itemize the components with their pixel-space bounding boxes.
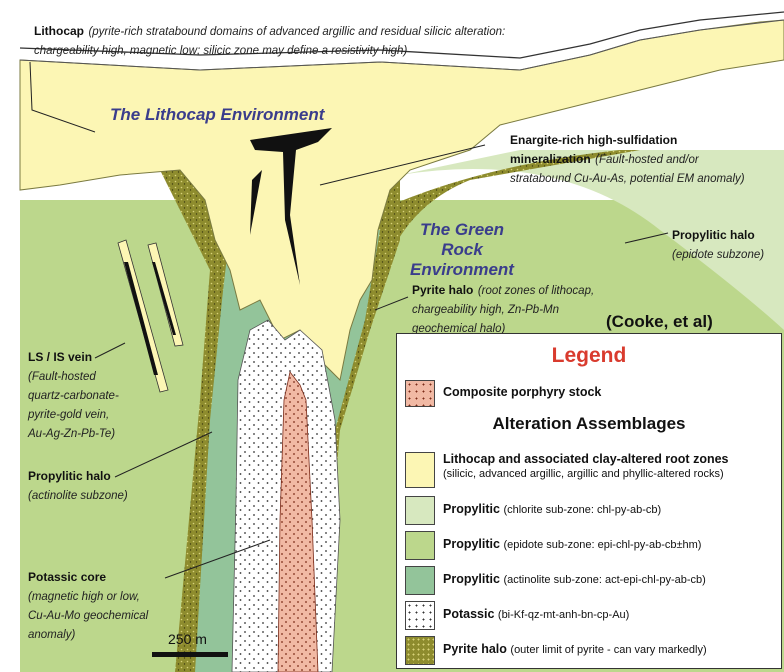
ls-vein-desc1: (Fault-hosted <box>28 371 96 383</box>
green-rock-line1: The Green Rock <box>420 220 504 259</box>
ls-vein-label: LS / IS vein (Fault-hosted quartz-carbon… <box>28 348 119 442</box>
propylitic-actinolite-label: Propylitic halo (actinolite subzone) <box>28 467 128 505</box>
legend-lithocap-text: Lithocap and associated clay-altered roo… <box>443 452 729 480</box>
lithocap-label-desc: (pyrite-rich stratabound domains of adva… <box>88 26 505 38</box>
legend-swatch-chlorite <box>405 496 435 525</box>
scale-bar <box>152 652 228 657</box>
legend-pyrite-bold: Pyrite halo <box>443 642 507 656</box>
legend-subtitle: Alteration Assemblages <box>397 414 781 434</box>
propylitic-epidote-label: Propylitic halo (epidote subzone) <box>672 226 764 264</box>
legend-epidote-text: Propylitic (epidote sub-zone: epi-chl-py… <box>443 537 701 551</box>
legend-pyrite-text: Pyrite halo (outer limit of pyrite - can… <box>443 642 707 656</box>
legend-chlorite-note: (chlorite sub-zone: chl-py-ab-cb) <box>503 504 661 516</box>
legend-potassic-note: (bi-Kf-qz-mt-anh-bn-cp-Au) <box>498 609 629 621</box>
legend-lithocap-bold: Lithocap and associated clay-altered roo… <box>443 452 729 466</box>
legend-lithocap-note: (silicic, advanced argillic, argillic an… <box>443 468 724 480</box>
potassic-core-desc3: anomaly) <box>28 629 75 641</box>
ls-vein-desc3: pyrite-gold vein, <box>28 409 109 421</box>
legend-swatch-epidote <box>405 531 435 560</box>
potassic-core-desc2: Cu-Au-Mo geochemical <box>28 610 148 622</box>
scale-bar-label: 250 m <box>168 631 207 647</box>
ls-vein-title: LS / IS vein <box>28 350 92 364</box>
legend-swatch-lithocap <box>405 452 435 488</box>
propylitic-actinolite-title: Propylitic halo <box>28 469 111 483</box>
pyrite-halo-title: Pyrite halo <box>412 283 473 297</box>
legend-swatch-stock <box>405 380 435 407</box>
legend-box: Legend Composite porphyry stock Alterati… <box>396 333 782 669</box>
ls-vein-desc2: quartz-carbonate- <box>28 390 119 402</box>
legend-epidote-bold: Propylitic <box>443 537 500 551</box>
enargite-label-line3: stratabound Cu-Au-As, potential EM anoma… <box>510 173 745 185</box>
enargite-label-line2-italic: (Fault-hosted and/or <box>595 154 699 166</box>
lithocap-label-desc2: chargeability high, magnetic low; silici… <box>34 45 407 57</box>
legend-swatch-actinolite <box>405 566 435 595</box>
pyrite-halo-desc1: (root zones of lithocap, <box>478 285 594 297</box>
propylitic-epidote-desc: (epidote subzone) <box>672 249 764 261</box>
potassic-core-label: Potassic core (magnetic high or low, Cu-… <box>28 568 148 644</box>
legend-chlorite-text: Propylitic (chlorite sub-zone: chl-py-ab… <box>443 502 661 516</box>
pyrite-halo-desc2: chargeability high, Zn-Pb-Mn <box>412 304 559 316</box>
legend-potassic-text: Potassic (bi-Kf-qz-mt-anh-bn-cp-Au) <box>443 607 629 621</box>
legend-potassic-bold: Potassic <box>443 607 494 621</box>
enargite-label-line1: Enargite-rich high-sulfidation <box>510 133 677 147</box>
propylitic-actinolite-desc: (actinolite subzone) <box>28 490 128 502</box>
legend-epidote-note: (epidote sub-zone: epi-chl-py-ab-cb±hm) <box>503 539 701 551</box>
lithocap-label: Lithocap (pyrite-rich stratabound domain… <box>34 22 505 60</box>
legend-stock-text: Composite porphyry stock <box>443 385 601 399</box>
potassic-core-title: Potassic core <box>28 570 106 584</box>
propylitic-epidote-title: Propylitic halo <box>672 228 755 242</box>
green-rock-line2: Environment <box>410 260 514 279</box>
legend-actinolite-text: Propylitic (actinolite sub-zone: act-epi… <box>443 572 706 586</box>
legend-chlorite-bold: Propylitic <box>443 502 500 516</box>
lithocap-environment-title: The Lithocap Environment <box>110 105 324 125</box>
ls-vein-desc4: Au-Ag-Zn-Pb-Te) <box>28 428 115 440</box>
lithocap-label-title: Lithocap <box>34 24 84 38</box>
legend-swatch-potassic <box>405 601 435 630</box>
green-rock-environment-title: The Green Rock Environment <box>402 220 522 280</box>
pyrite-halo-label: Pyrite halo (root zones of lithocap, cha… <box>412 281 594 338</box>
citation: (Cooke, et al) <box>606 312 713 332</box>
potassic-core-desc1: (magnetic high or low, <box>28 591 140 603</box>
legend-actinolite-bold: Propylitic <box>443 572 500 586</box>
legend-actinolite-note: (actinolite sub-zone: act-epi-chl-py-ab-… <box>503 574 705 586</box>
enargite-label: Enargite-rich high-sulfidation mineraliz… <box>510 131 745 188</box>
enargite-label-line2-bold: mineralization <box>510 152 591 166</box>
legend-title: Legend <box>397 344 781 368</box>
legend-swatch-pyrite <box>405 636 435 665</box>
legend-stock-label: Composite porphyry stock <box>443 385 601 399</box>
legend-pyrite-note: (outer limit of pyrite - can vary marked… <box>510 644 706 656</box>
